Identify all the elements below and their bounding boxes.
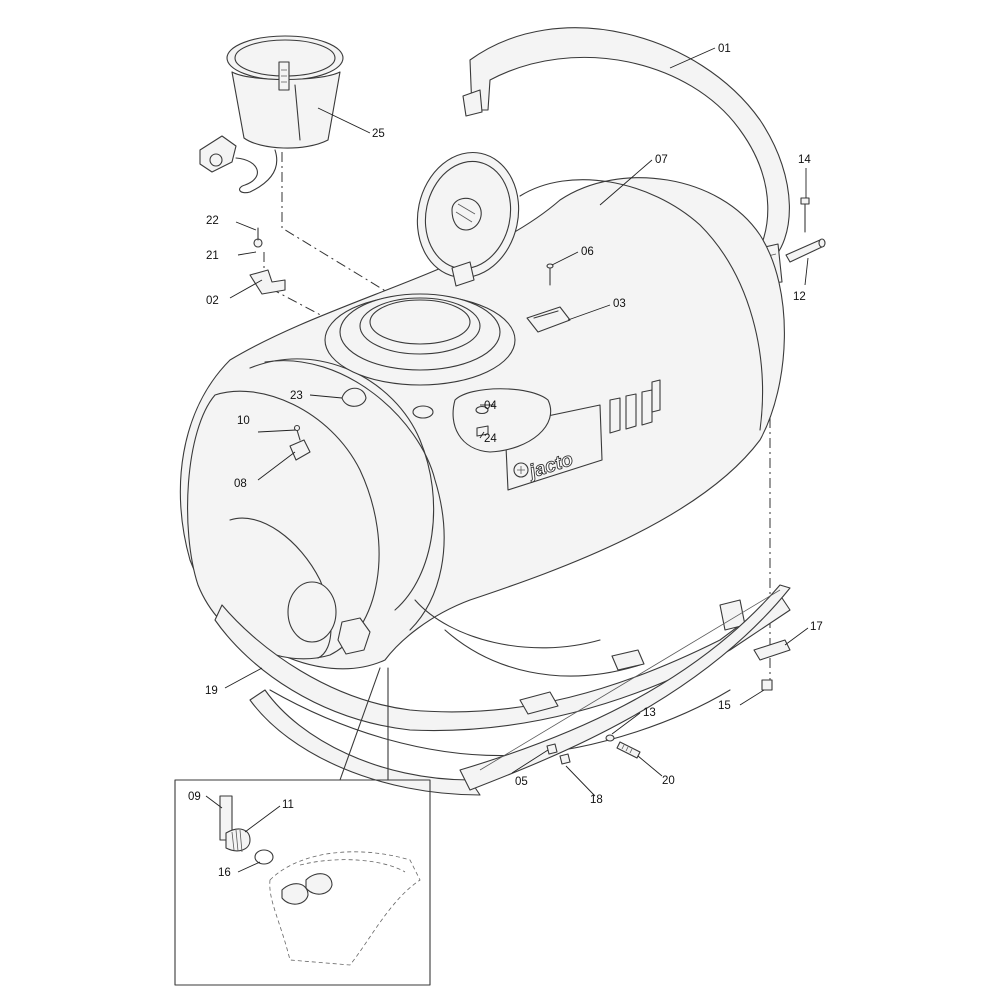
callout-10: 10 bbox=[237, 415, 250, 427]
detail-inset bbox=[174, 667, 431, 986]
callout-02: 02 bbox=[206, 295, 219, 307]
rinse-funnel bbox=[199, 35, 344, 194]
callout-09: 09 bbox=[188, 791, 201, 803]
callout-22: 22 bbox=[206, 215, 219, 227]
callout-07: 07 bbox=[655, 154, 668, 166]
mounting-hardware bbox=[753, 197, 826, 691]
callout-21: 21 bbox=[206, 250, 219, 262]
callout-15: 15 bbox=[718, 700, 731, 712]
callout-20: 20 bbox=[662, 775, 675, 787]
small-fittings bbox=[249, 227, 571, 461]
callout-18: 18 bbox=[590, 794, 603, 806]
part-callouts: 01 02 03 04 05 06 07 08 09 10 11 12 13 1… bbox=[188, 43, 823, 879]
callout-13: 13 bbox=[643, 707, 656, 719]
callout-11: 11 bbox=[282, 799, 294, 811]
callout-01: 01 bbox=[718, 43, 731, 55]
callout-24: 24 bbox=[484, 433, 497, 445]
callout-23: 23 bbox=[290, 390, 303, 402]
callout-17: 17 bbox=[810, 621, 823, 633]
callout-19: 19 bbox=[205, 685, 218, 697]
cradle-fasteners bbox=[546, 734, 641, 765]
tank-cradle bbox=[214, 584, 791, 796]
callout-06: 06 bbox=[581, 246, 594, 258]
callout-12: 12 bbox=[793, 291, 806, 303]
callout-03: 03 bbox=[613, 298, 626, 310]
callout-05: 05 bbox=[515, 776, 528, 788]
callout-16: 16 bbox=[218, 867, 231, 879]
manhole-lid-assembly bbox=[324, 151, 520, 386]
callout-04: 04 bbox=[484, 400, 497, 412]
callout-25: 25 bbox=[372, 128, 385, 140]
callout-leaders bbox=[205, 47, 809, 873]
callout-08: 08 bbox=[234, 478, 247, 490]
callout-14: 14 bbox=[798, 154, 811, 166]
